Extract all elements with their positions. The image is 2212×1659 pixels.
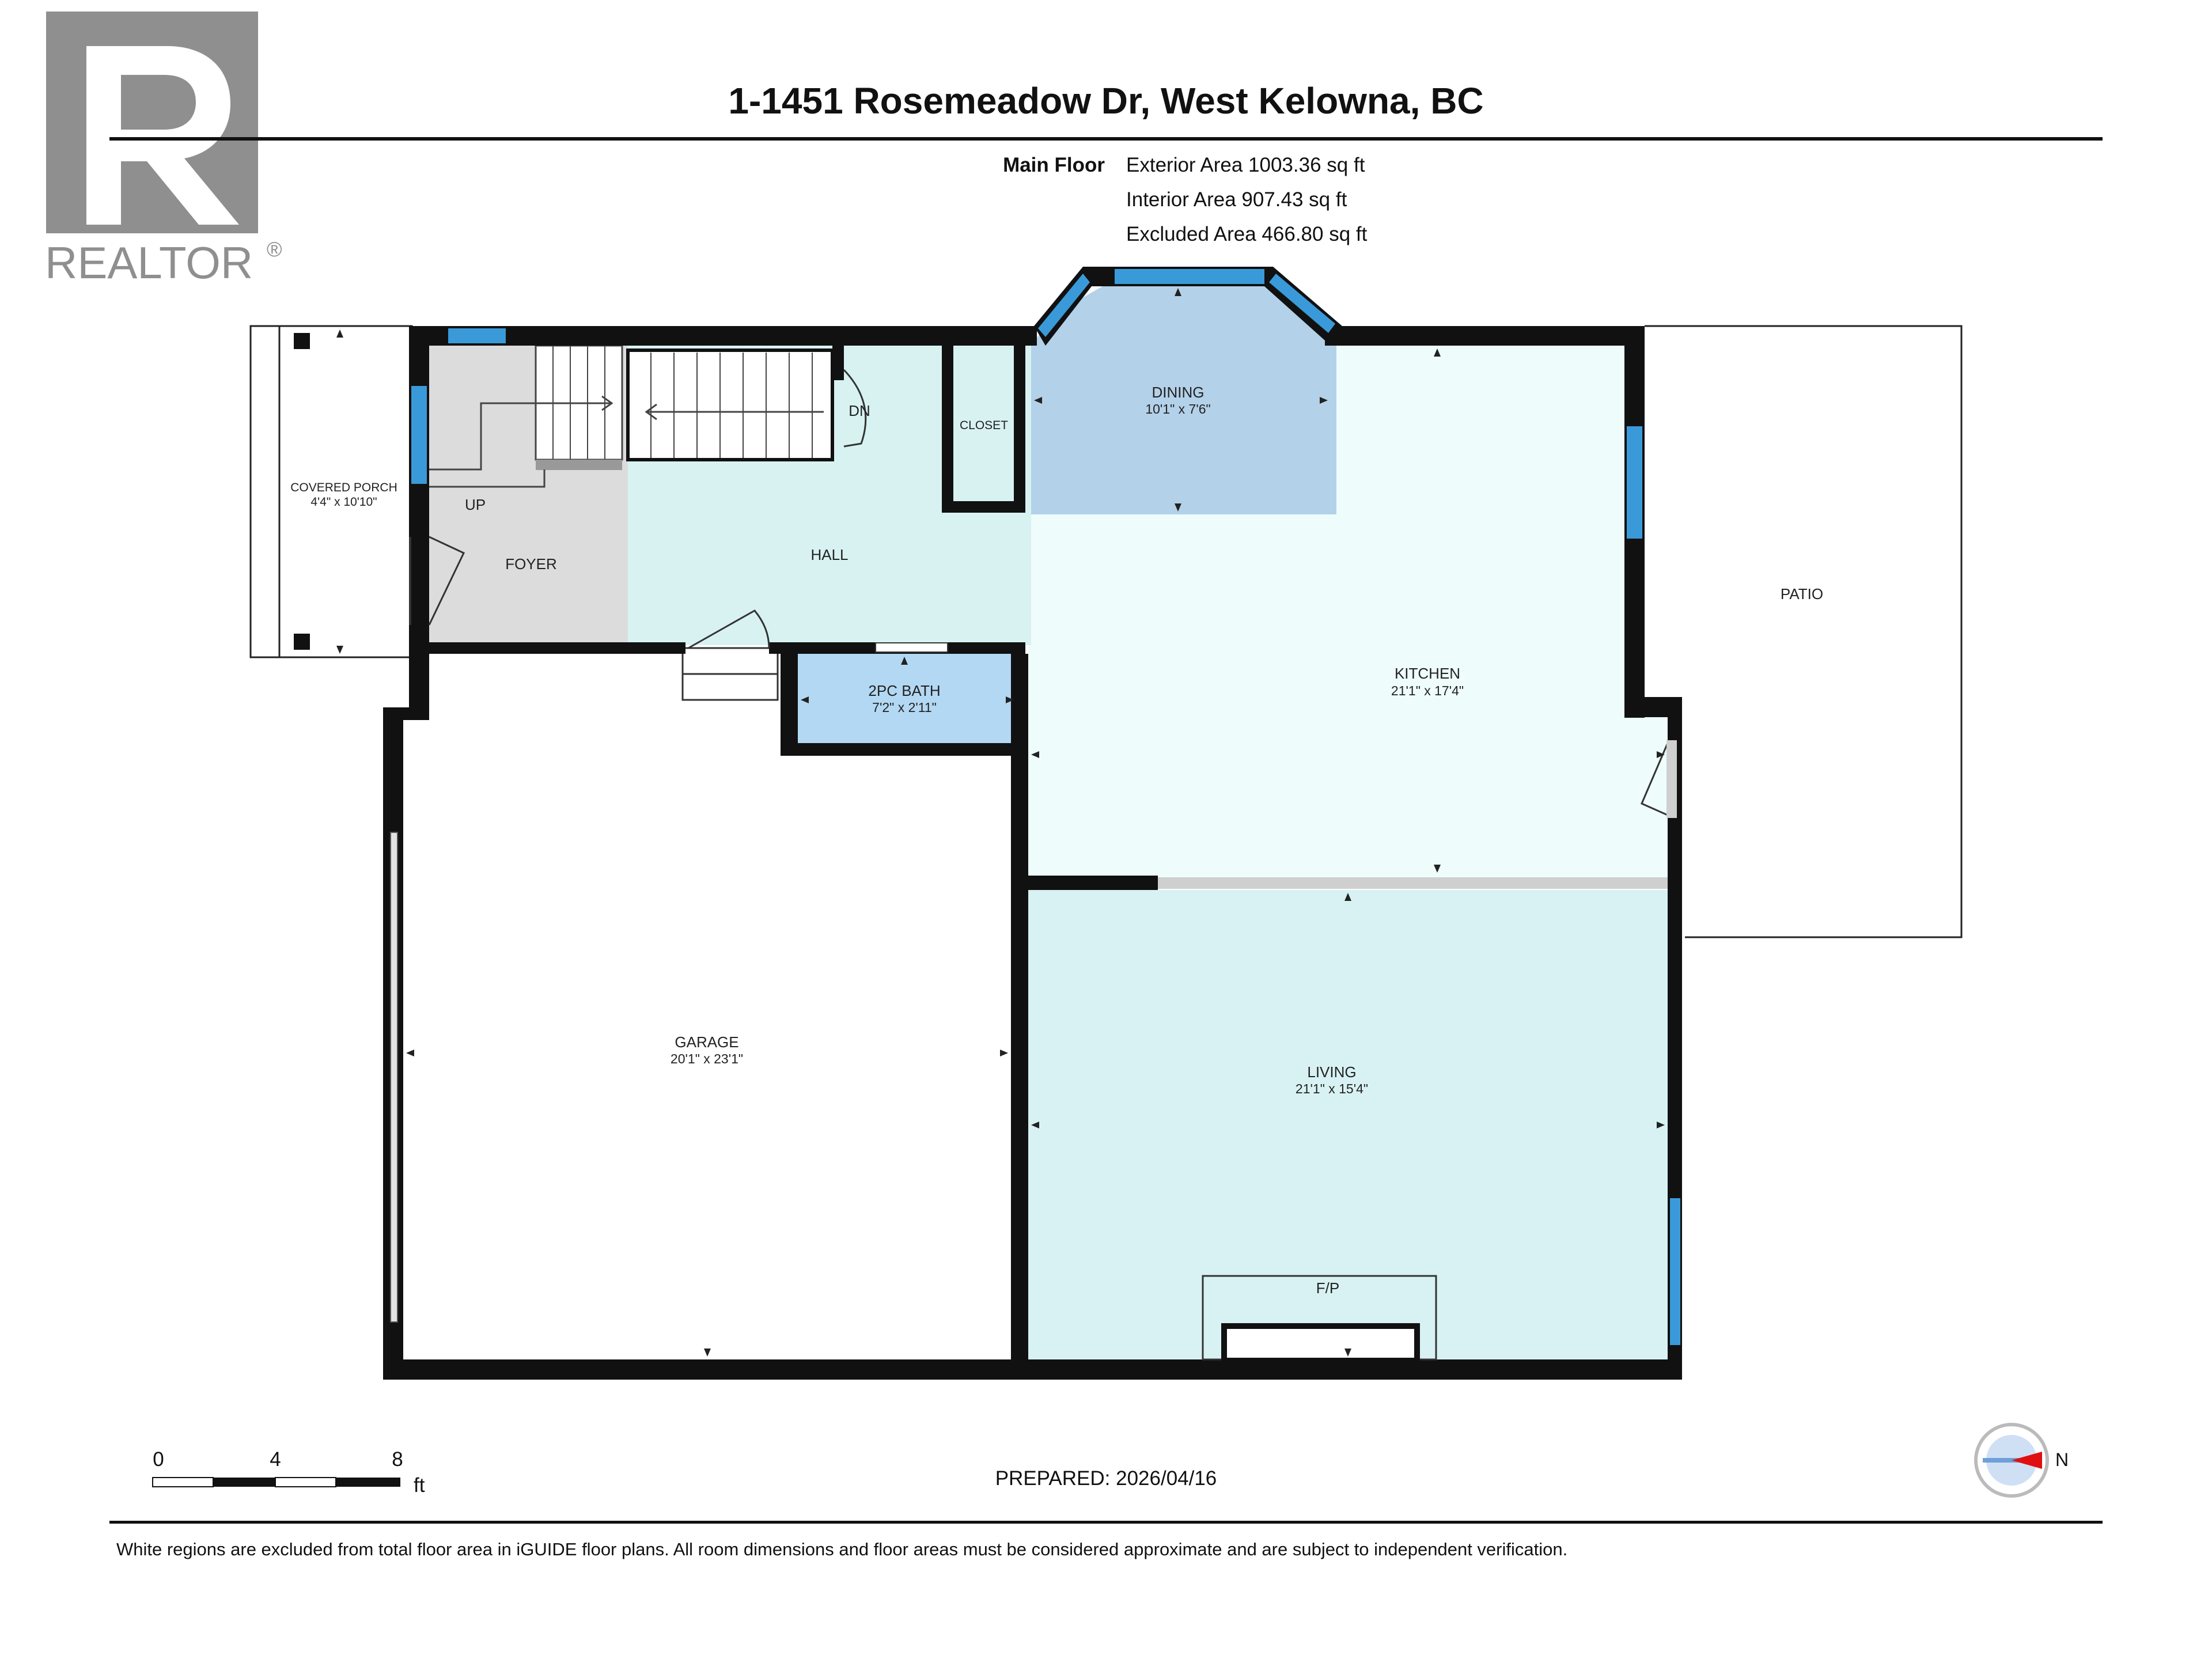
bath-dims: 7'2" x 2'11"	[872, 700, 937, 715]
page-title: 1-1451 Rosemeadow Dr, West Kelowna, BC	[728, 80, 1483, 122]
foyer-label: FOYER	[505, 555, 557, 573]
living-label: LIVING	[1307, 1063, 1356, 1081]
stair-up-label: UP	[465, 496, 486, 513]
windows	[411, 269, 1680, 1345]
compass-icon: N	[1974, 1423, 2069, 1498]
bath-label: 2PC BATH	[868, 682, 940, 699]
patio-door-swing	[1641, 743, 1669, 816]
dining-floor	[1031, 279, 1336, 514]
room-fills	[429, 279, 1673, 1359]
interior-area: Interior Area 907.43 sq ft	[1126, 188, 1347, 211]
excluded-area: Excluded Area 466.80 sq ft	[1126, 223, 1368, 245]
title-rule	[109, 137, 2103, 141]
dimension-arrows	[336, 288, 1665, 1357]
scale-tick-8: 8	[392, 1448, 403, 1471]
kitchen-label: KITCHEN	[1395, 665, 1460, 682]
garage-label: GARAGE	[675, 1033, 738, 1051]
fireplace	[1202, 1275, 1437, 1363]
bath-floor	[795, 654, 1017, 743]
stair-down-label: DN	[849, 402, 870, 419]
covered-porch-label: COVERED PORCH	[290, 481, 397, 494]
floor-label: Main Floor	[1003, 154, 1105, 176]
kitchen-dims: 21'1" x 17'4"	[1391, 683, 1464, 698]
front-door-swing	[428, 536, 465, 626]
registered-mark: ®	[267, 237, 282, 261]
stairs	[429, 344, 834, 701]
porch-post	[294, 333, 310, 349]
exterior-area: Exterior Area 1003.36 sq ft	[1126, 154, 1365, 176]
dining-dims: 10'1" x 7'6"	[1145, 402, 1210, 416]
scale-tick-0: 0	[153, 1448, 164, 1471]
doors	[409, 369, 1677, 818]
garage-door-swing	[688, 609, 770, 649]
closet-label: CLOSET	[960, 419, 1008, 432]
footer-rule	[109, 1521, 2103, 1524]
hall-label: HALL	[810, 546, 848, 563]
compass-label: N	[2055, 1449, 2069, 1470]
covered-porch-dims: 4'4" x 10'10"	[310, 495, 377, 509]
stair-down	[626, 349, 834, 461]
garage-dims: 20'1" x 23'1"	[671, 1051, 743, 1066]
prepared-date: PREPARED: 2026/04/16	[995, 1467, 1217, 1490]
dining-label: DINING	[1152, 384, 1205, 401]
porch-post	[294, 634, 310, 650]
scale-bar: 0 4 8 ft	[152, 1448, 425, 1497]
closet-floor	[956, 346, 1017, 507]
living-floor	[1028, 890, 1673, 1359]
realtor-logo: REALTOR ®	[45, 12, 282, 288]
scale-tick-4: 4	[270, 1448, 281, 1471]
room-labels: COVERED PORCH 4'4" x 10'10" UP FOYER DN …	[290, 384, 1823, 1297]
patio-label: PATIO	[1781, 585, 1823, 603]
stair-door-swing	[843, 369, 867, 448]
scale-unit: ft	[414, 1474, 425, 1497]
realtor-logo-text: REALTOR	[45, 237, 253, 288]
fireplace-label: F/P	[1316, 1279, 1339, 1297]
footnote: White regions are excluded from total fl…	[116, 1539, 1567, 1559]
patio-outline	[1645, 325, 1963, 938]
living-dims: 21'1" x 15'4"	[1296, 1081, 1368, 1096]
